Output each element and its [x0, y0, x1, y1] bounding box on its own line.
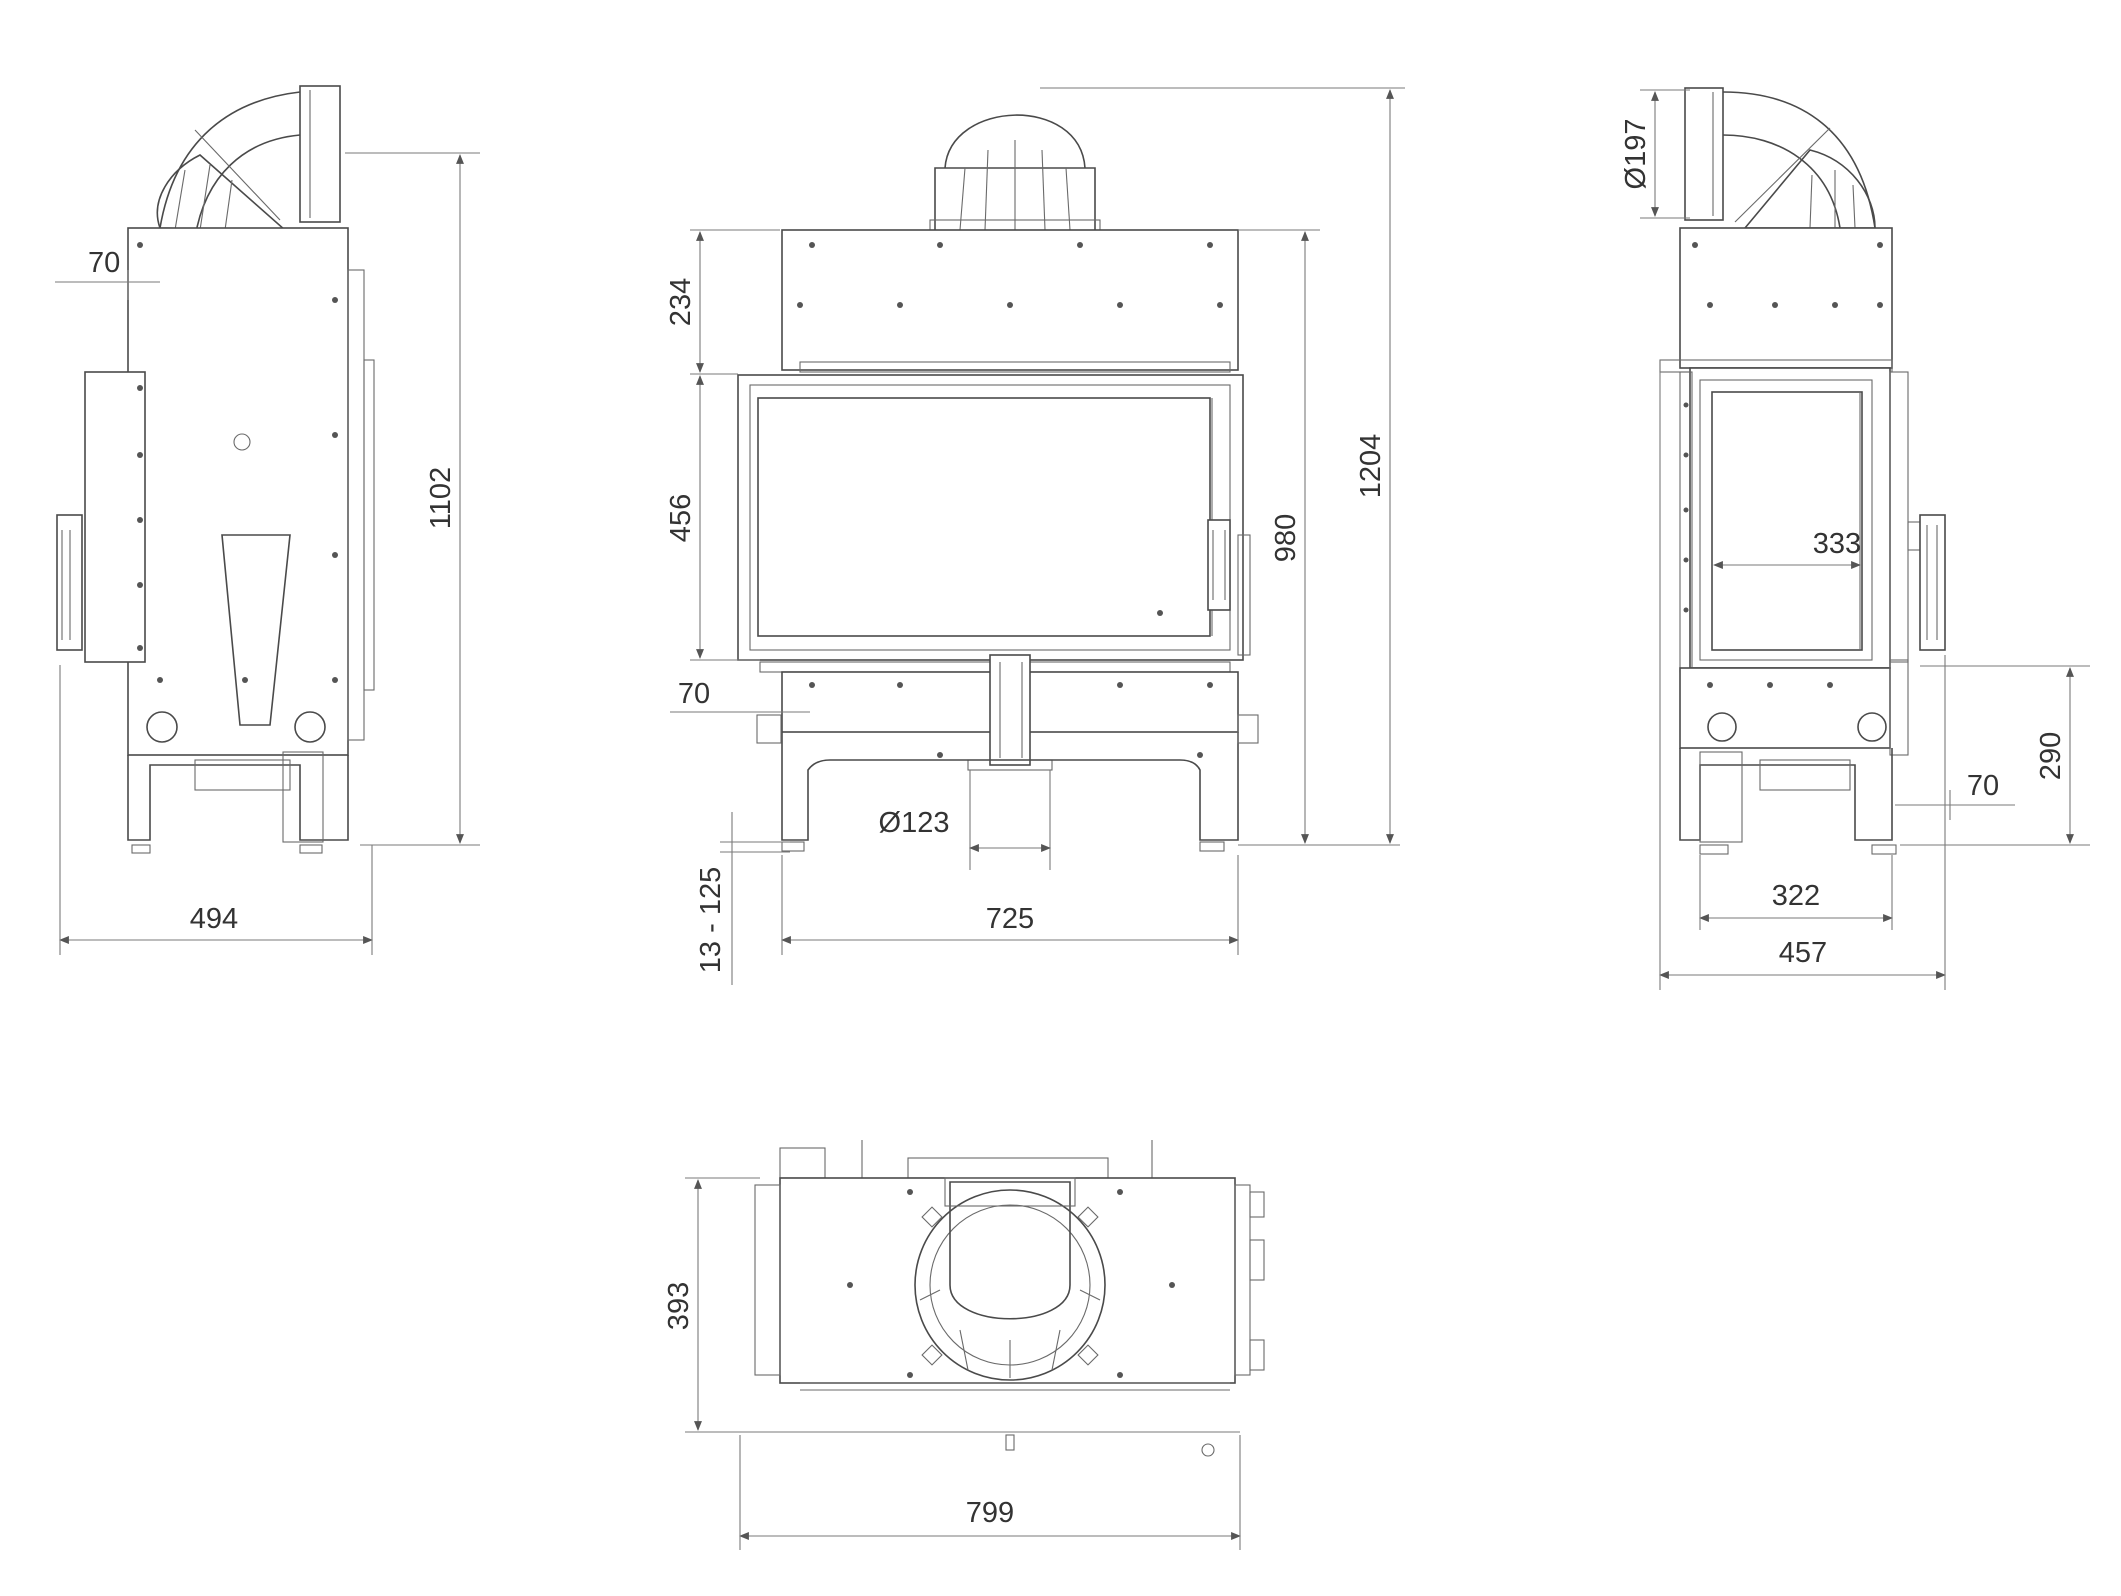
side-left-depth-dim: 494: [190, 903, 238, 935]
right-intake-height-dim: 290: [2035, 732, 2067, 780]
front-total-height-dim: 1204: [1355, 434, 1387, 499]
front-width-dim: 725: [986, 903, 1034, 935]
right-intake-offset-dim: 70: [1967, 770, 1999, 802]
top-body: [779, 1177, 1236, 1384]
side-view-right: Ø197 333 290 70 322 457: [1620, 87, 2090, 990]
top-depth-dim: 393: [663, 1282, 695, 1330]
front-flue-diameter-dim: Ø123: [879, 807, 950, 839]
right-outer-depth-dim: 457: [1779, 937, 1827, 969]
side-view-left: 70 1102 494: [55, 85, 480, 955]
front-body-height-dim: 980: [1270, 514, 1302, 562]
top-flue-ring: [914, 1189, 1106, 1381]
side-left-height-dim: 1102: [425, 467, 457, 529]
front-door-handle: [1207, 519, 1231, 611]
front-view: 234 456 70 Ø123 13 - 125 725 980 1204: [665, 87, 1405, 985]
front-leg-adjust-dim: 13 - 125: [695, 867, 727, 973]
right-window-width-dim: 333: [1813, 528, 1861, 560]
front-bottom-offset-dim: 70: [678, 678, 710, 710]
top-view: 393 799: [663, 1140, 1265, 1550]
top-width-dim: 799: [966, 1497, 1014, 1529]
front-window-glass: [757, 397, 1211, 637]
front-top-panel: [781, 229, 1239, 371]
front-top-panel-dim: 234: [665, 278, 697, 326]
front-window-height-dim: 456: [665, 494, 697, 542]
right-outlet-diameter-dim: Ø197: [1620, 119, 1652, 190]
right-inner-depth-dim: 322: [1772, 880, 1820, 912]
right-upper-body: [1679, 227, 1893, 369]
right-window-glass: [1711, 391, 1863, 651]
side-body: [127, 227, 349, 756]
side-door: [84, 371, 146, 663]
side-left-offset-dim: 70: [88, 247, 120, 279]
